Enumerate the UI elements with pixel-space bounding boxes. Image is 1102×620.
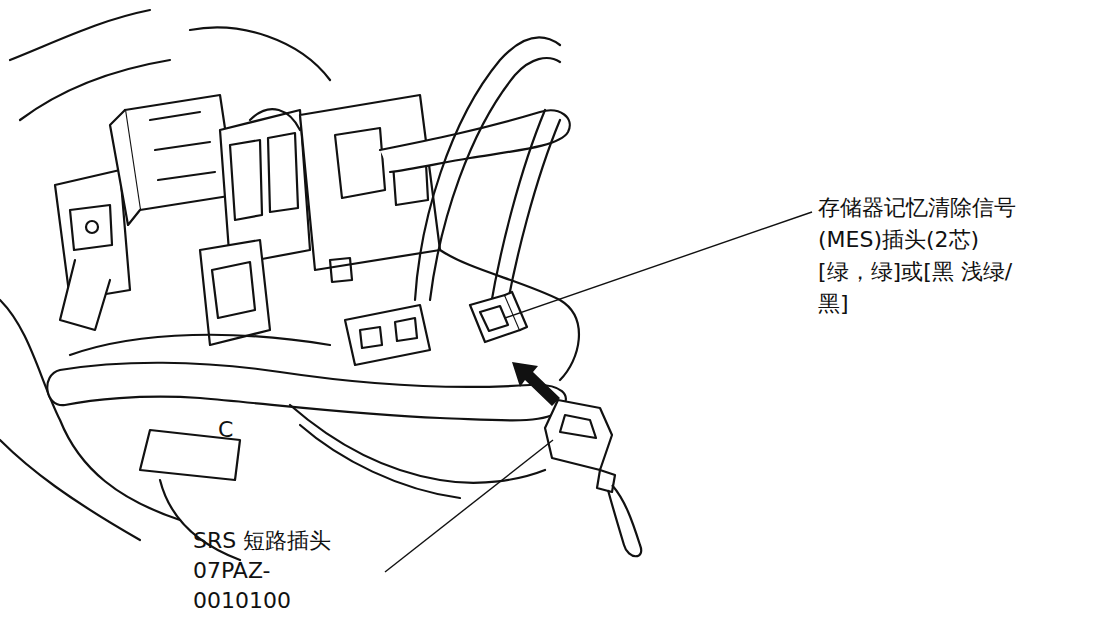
part-marking: C	[218, 414, 248, 446]
connector-callout: 存储器记忆清除信号 (MES)插头(2芯) [绿，绿]或[黑 浅绿/黑]	[818, 192, 1028, 320]
part-callout: SRS 短路插头 07PAZ-0010100	[193, 526, 368, 616]
